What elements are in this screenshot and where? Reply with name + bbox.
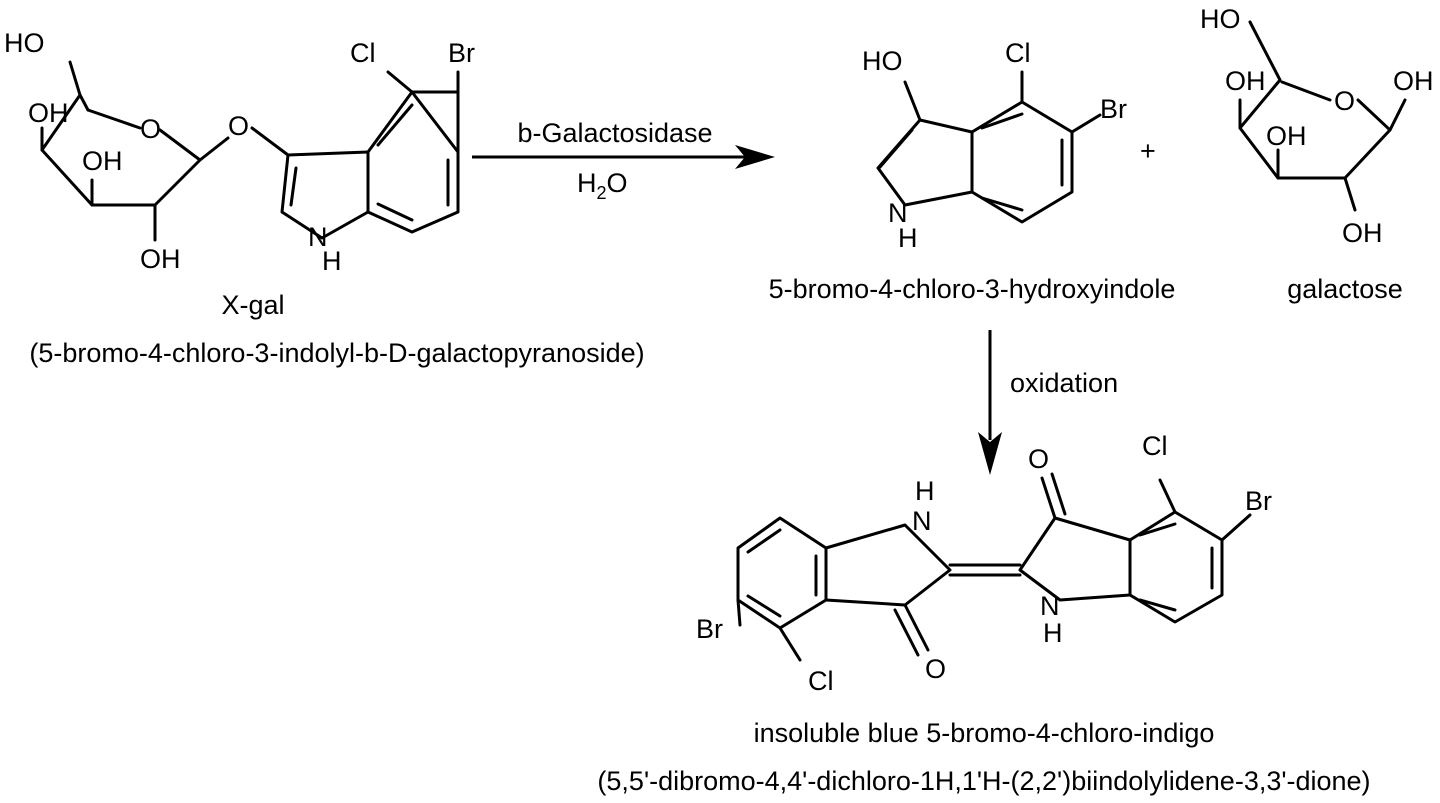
gal-ring-o-bond [1280, 80, 1332, 102]
hydroxyindole-name: 5-bromo-4-chloro-3-hydroxyindole [769, 274, 1176, 304]
gal-c2-oh [1343, 176, 1357, 212]
gal-ring-o: O [1334, 86, 1355, 116]
hi-benzene-double-3 [980, 196, 1024, 212]
xgal-benzene-double-3 [376, 202, 414, 222]
xgal-c5-c4 [78, 93, 90, 112]
indigo-left-pyrrole [824, 523, 952, 607]
xgal-name: X-gal [221, 290, 284, 320]
galactose-name: galactose [1287, 274, 1403, 304]
indigo-left-c-cl [778, 626, 802, 662]
water-label: H2O [577, 168, 628, 203]
xgal-pyrrole [280, 150, 370, 240]
xgal-benzene-double-1 [376, 103, 414, 147]
xgal-ho-ch2: HO [4, 28, 45, 58]
indigo-left-c-br [736, 598, 742, 627]
xgal-pyrrole-double [289, 166, 298, 207]
gal-c1-oh [1388, 98, 1407, 132]
indigo-right-n: N [1040, 591, 1060, 621]
xgal-n: N [308, 222, 328, 252]
enzyme-label: b-Galactosidase [517, 118, 712, 148]
indigo-left-co-2 [893, 608, 920, 657]
water-h: H [577, 168, 597, 198]
indigo-right-c-cl [1158, 478, 1177, 514]
hi-cl: Cl [1005, 38, 1031, 68]
xgal-oh-4: OH [28, 98, 69, 128]
indigo-name: insoluble blue 5-bromo-4-chloro-indigo [754, 718, 1215, 748]
xgal-ring-o-bond [86, 108, 142, 130]
hi-pyrrole [876, 118, 974, 207]
xgal-ring-o: O [140, 114, 161, 144]
galactose-structure: HO O OH OH OH OH [1200, 4, 1434, 248]
reaction-arrow-1 [472, 145, 775, 169]
xgal-benzene [366, 90, 460, 234]
xgal-sugar-bonds [40, 60, 202, 207]
plus-sign: + [1140, 136, 1156, 166]
indigo-right-c-br [1220, 513, 1252, 542]
xgal-o-c3 [250, 126, 290, 157]
indigo-right-benzene [1128, 510, 1224, 624]
indigo-iupac: (5,5'-dibromo-4,4'-dichloro-1H,1'H-(2,2'… [597, 766, 1370, 796]
xgal-c-cl [386, 70, 414, 94]
indigo-right-br: Br [1245, 486, 1272, 516]
hi-br: Br [1100, 94, 1127, 124]
indigo-left-benzene-double-1 [746, 528, 782, 554]
indigo-right-co-2 [1050, 472, 1067, 516]
xgal-iupac: (5-bromo-4-chloro-3-indolyl-b-D-galactop… [29, 338, 644, 368]
indigo-right-cl: Cl [1142, 431, 1168, 461]
hydroxyindole-structure: HO Cl Br N H [862, 38, 1127, 253]
indigo-left-h: H [915, 476, 935, 506]
arrowhead-down-icon [978, 432, 1002, 475]
hi-benzene-double-1 [980, 112, 1024, 130]
gal-sugar-bonds [1238, 20, 1392, 180]
indigo-right-benzene-double-3 [1138, 598, 1177, 612]
hi-benzene [970, 100, 1074, 224]
hi-ho: HO [862, 46, 903, 76]
xgal-oh-2: OH [140, 244, 181, 274]
oxidation-label: oxidation [1010, 368, 1118, 398]
xgal-structure: HO O OH OH OH O Cl Br N H [4, 28, 475, 276]
gal-oh-1: OH [1393, 66, 1434, 96]
indigo-structure: H N Br Cl O O Cl Br N H [696, 431, 1272, 696]
indigo-left-br: Br [696, 614, 723, 644]
indigo-left-benzene-double-3 [746, 594, 782, 618]
hi-h: H [898, 223, 918, 253]
hi-pyrrole-double [878, 128, 914, 169]
indigo-right-h: H [1043, 618, 1063, 648]
indigo-right-co-1 [1040, 476, 1057, 520]
indigo-left-benzene [736, 516, 828, 630]
reaction-arrow-2 [978, 330, 1002, 475]
gal-oh-2: OH [1342, 218, 1383, 248]
indigo-right-o: O [1028, 444, 1049, 474]
water-o: O [607, 168, 628, 198]
gal-oh-3: OH [1266, 121, 1307, 151]
water-subscript: 2 [597, 183, 607, 203]
hi-n: N [888, 198, 908, 228]
indigo-left-co-1 [903, 603, 930, 652]
gal-oh-4: OH [1225, 66, 1266, 96]
xgal-link-o: O [228, 111, 249, 141]
xgal-nh: H [322, 246, 342, 276]
indigo-left-cl: Cl [808, 666, 834, 696]
hi-c-oh [903, 80, 922, 122]
indigo-right-pyrrole [1018, 516, 1132, 602]
arrowhead-right-icon [735, 145, 775, 169]
indigo-left-n: N [912, 506, 932, 536]
xgal-cl: Cl [350, 38, 376, 68]
xgal-br: Br [448, 38, 475, 68]
xgal-oh-3: OH [82, 146, 123, 176]
gal-ho-ch2: HO [1200, 4, 1241, 34]
indigo-right-benzene-double-1 [1138, 522, 1177, 537]
hi-c-br [1070, 113, 1102, 134]
xgal-c1-o [198, 136, 230, 162]
indigo-left-o: O [925, 654, 946, 684]
